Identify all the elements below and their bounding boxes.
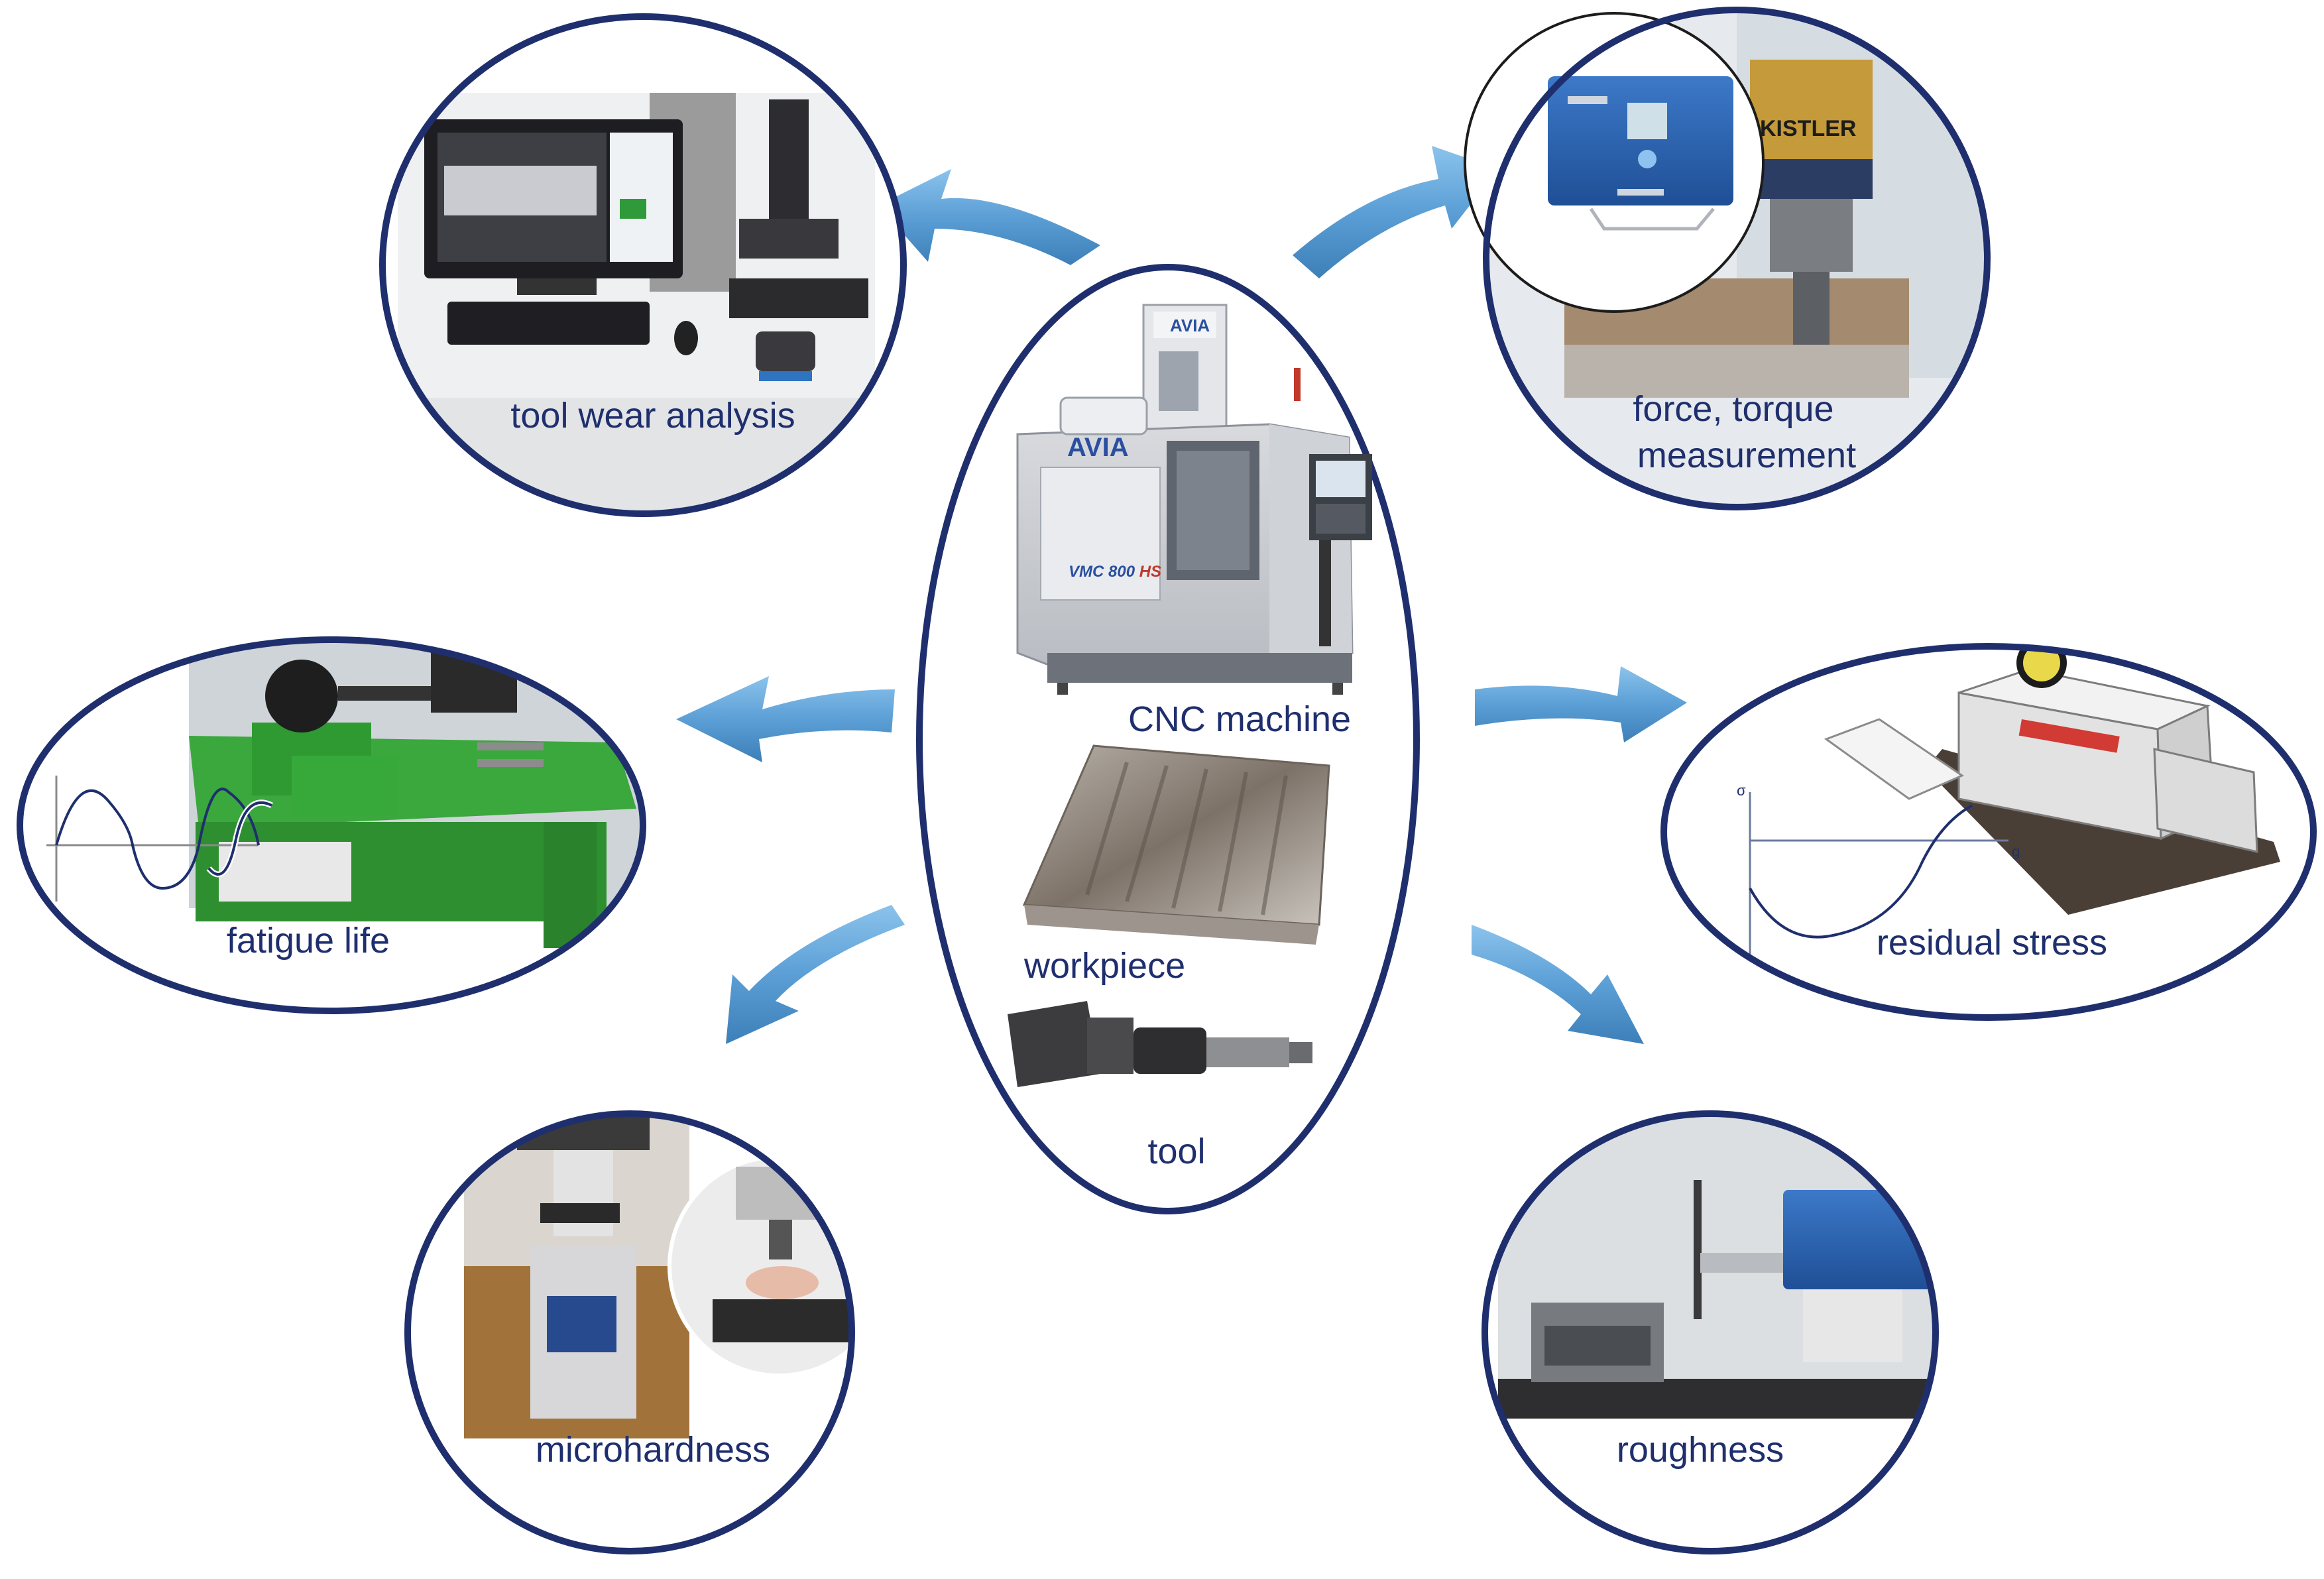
residual-stress-label: residual stress	[1877, 923, 2107, 963]
workpiece-label: workpiece	[1023, 946, 1185, 986]
dynamometer-spindle-image: KISTLER	[1750, 60, 1873, 345]
sine-wave-icon	[46, 776, 274, 902]
curved-arrow-icon	[726, 905, 905, 1044]
node-fatigue: fatigue life	[17, 636, 646, 1014]
curved-arrow-icon	[1475, 666, 1687, 742]
machine-model: VMC 800	[1069, 563, 1135, 581]
residual-axis-y: σ	[1737, 782, 1746, 799]
center-cnc-group: AVIA AVIA VMC 800 HS	[916, 264, 1420, 1214]
profilometer-image	[1498, 1114, 1936, 1419]
indenter-inset	[668, 1155, 852, 1377]
keyboard-image	[447, 302, 650, 345]
workpiece-image	[1022, 744, 1330, 945]
fatigue-label: fatigue life	[227, 921, 390, 961]
node-tool-wear: tool wear analysis	[379, 13, 907, 517]
microhardness-label: microhardness	[536, 1430, 770, 1470]
curved-arrow-icon	[878, 169, 1100, 265]
cnc-machine-label: CNC machine	[1128, 699, 1351, 739]
svg-text:VMC 800 HS: VMC 800 HS	[1069, 563, 1161, 581]
node-residual-stress: σ g residual stress	[1660, 643, 2317, 1021]
node-roughness: roughness	[1482, 1110, 1939, 1554]
microscope-image	[729, 99, 868, 381]
curved-arrow-icon	[676, 676, 895, 762]
curved-arrow-icon	[1293, 146, 1498, 278]
tool-wear-label: tool wear analysis	[510, 396, 795, 436]
cnc-machine-image: AVIA AVIA VMC 800 HS	[1016, 304, 1372, 695]
node-force-torque: KISTLER force, torque measurement	[1464, 7, 1991, 510]
residual-axis-x: g	[2012, 843, 2020, 860]
curved-arrow-icon	[1472, 925, 1644, 1044]
node-microhardness: microhardness	[404, 1110, 855, 1554]
kistler-brand: KISTLER	[1760, 116, 1856, 141]
machine-brand-front: AVIA	[1067, 433, 1129, 462]
arrows	[676, 146, 1687, 1044]
force-torque-label-line1: force, torque	[1633, 389, 1833, 429]
fatigue-machine-image	[189, 650, 636, 948]
amplifier-inset	[1464, 12, 1765, 313]
machine-model-suffix: HS	[1139, 563, 1161, 581]
tool-image	[1008, 1001, 1312, 1087]
roughness-label: roughness	[1617, 1430, 1784, 1470]
force-torque-label-line2: measurement	[1637, 436, 1856, 475]
machine-brand-top: AVIA	[1170, 316, 1210, 335]
hardness-tester-image	[464, 1114, 689, 1438]
tool-label: tool	[1147, 1132, 1205, 1171]
